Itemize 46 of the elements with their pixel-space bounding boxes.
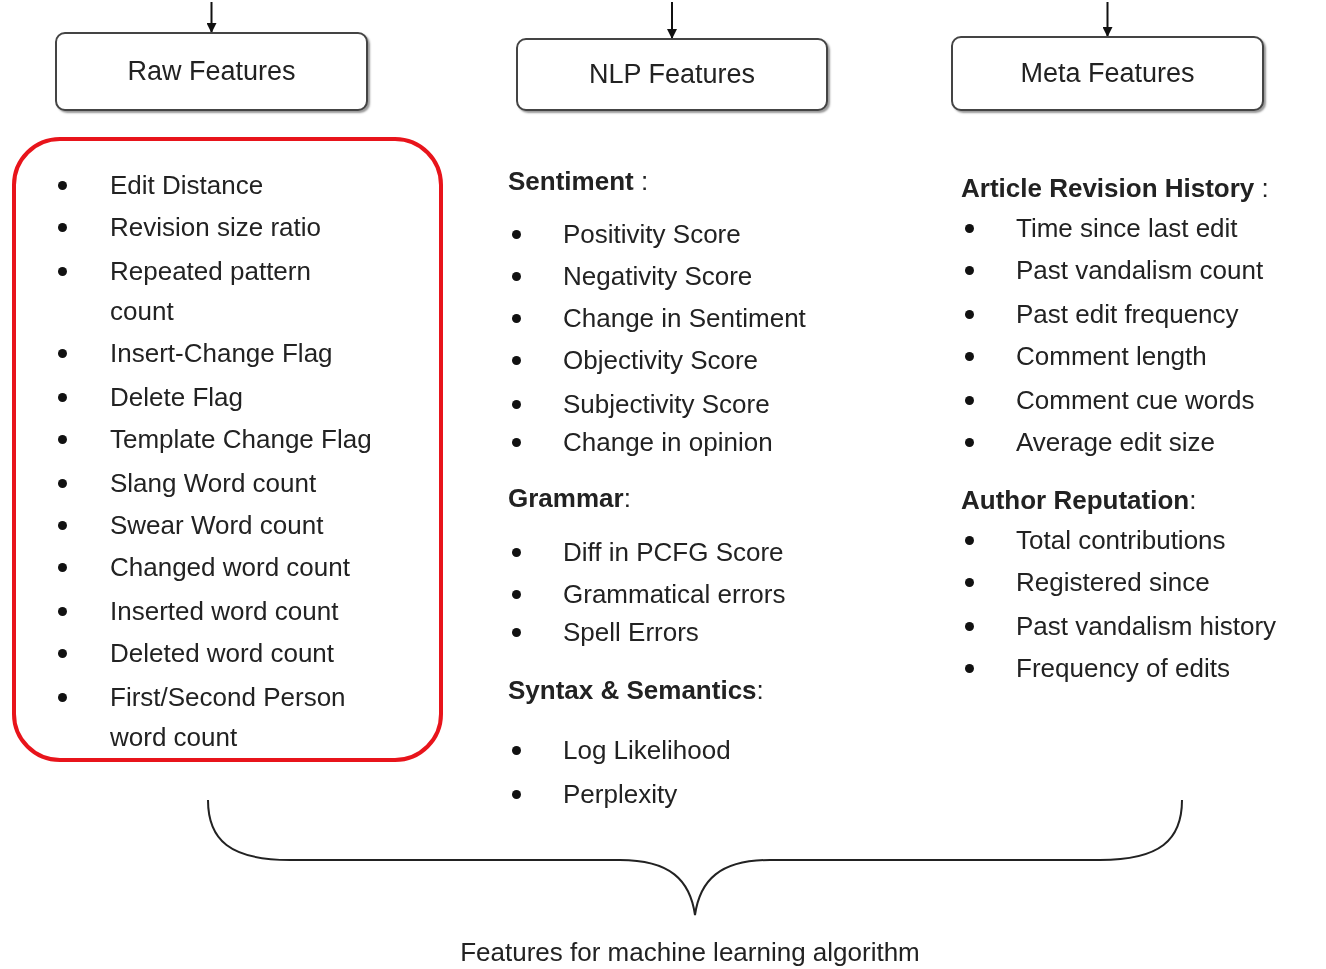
list-item: Comment cue words [1016,384,1255,417]
list-item: Slang Word count [110,467,318,500]
list-item: Registered since [1016,566,1210,599]
process-box: Meta Features [951,36,1264,111]
arrow [1102,1,1113,37]
list-item: Repeated pattern count [110,255,312,328]
list-item: Perplexity [563,778,678,811]
list-item: Positivity Score [563,218,741,251]
list-item: Spell Errors [563,616,699,649]
arrow [206,1,217,33]
list-item: Subjectivity Score [563,388,770,421]
list-item: Frequency of edits [1016,652,1230,685]
list-item: Edit Distance [110,169,265,202]
list-item: Changed word count [110,551,351,584]
process-box: NLP Features [516,38,828,111]
list-item: First/Second Person word count [110,681,347,754]
list-item: Revision size ratio [110,211,322,244]
highlight-frame [12,137,443,762]
list-item: Past vandalism count [1016,254,1264,287]
list-item: Past edit frequency [1016,298,1239,331]
list-item: Average edit size [1016,426,1215,459]
list-item: Objectivity Score [563,344,759,377]
process-box: Raw Features [55,32,368,111]
list-item: Log Likelihood [563,734,731,767]
section-heading: Grammar: [508,482,631,515]
section-heading: Article Revision History : [961,172,1269,205]
arrow [667,1,677,39]
list-item: Negativity Score [563,260,753,293]
section-heading: Syntax & Semantics: [508,674,764,707]
list-item: Deleted word count [110,637,336,670]
caption-text: Features for machine learning algorithm [460,936,920,969]
list-item: Past vandalism history [1016,610,1277,643]
list-item: Diff in PCFG Score [563,536,784,569]
list-item: Change in Sentiment [563,302,806,335]
list-item: Total contributions [1016,524,1226,557]
list-item: Grammatical errors [563,578,786,611]
section-heading: Sentiment : [508,165,649,198]
section-heading: Author Reputation: [961,484,1197,517]
list-item: Time since last edit [1016,212,1238,245]
list-item: Inserted word count [110,595,340,628]
list-item: Change in opinion [563,426,773,459]
list-item: Delete Flag [110,381,244,414]
list-item: Template Change Flag [110,423,373,456]
list-item: Comment length [1016,340,1207,373]
list-item: Swear Word count [110,509,325,542]
list-item: Insert-Change Flag [110,337,334,370]
